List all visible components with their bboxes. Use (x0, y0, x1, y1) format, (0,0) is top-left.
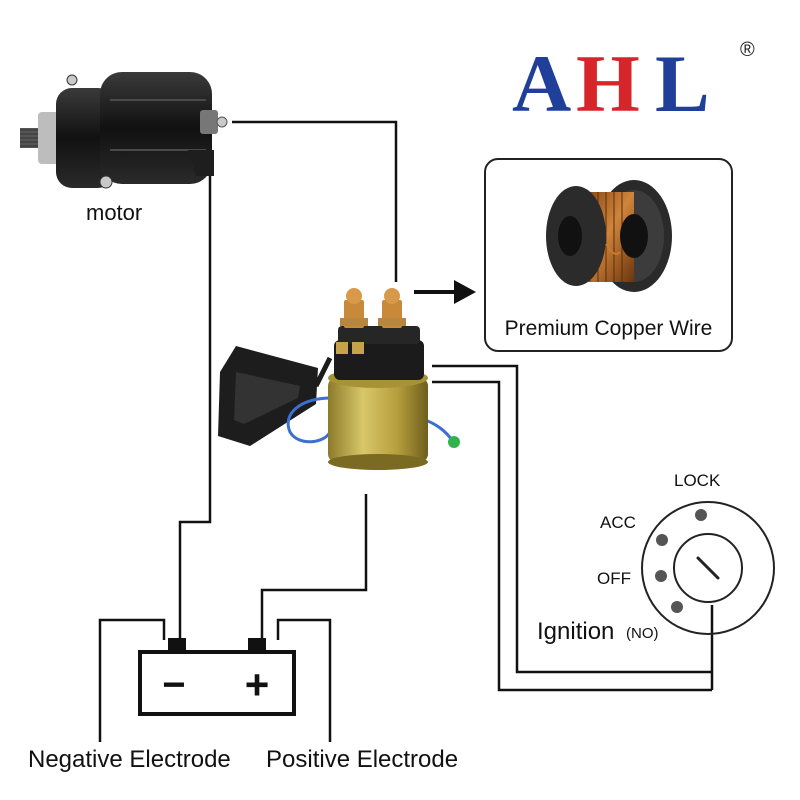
negative-electrode-label: Negative Electrode (28, 746, 231, 773)
svg-text:A: A (512, 38, 571, 129)
svg-text:H: H (576, 38, 640, 129)
motor-label: motor (86, 200, 142, 225)
ahl-logo: A H L ® (512, 38, 755, 129)
wire-negative-lead (98, 618, 166, 742)
battery-minus-sign: − (162, 663, 185, 707)
arrow-right-icon (414, 280, 476, 304)
wire-positive-lead (276, 618, 332, 742)
position-acc-dot (656, 534, 668, 546)
position-on-dot (671, 601, 683, 613)
positive-electrode-label: Positive Electrode (266, 746, 458, 773)
lock-label: LOCK (674, 471, 721, 490)
off-label: OFF (597, 569, 631, 588)
position-lock-dot (695, 509, 707, 521)
ignition-switch-icon (641, 501, 775, 635)
registered-mark: ® (740, 39, 755, 61)
starter-motor-icon (20, 72, 228, 189)
acc-label: ACC (600, 513, 636, 532)
starter-relay-solenoid-icon (218, 288, 460, 470)
svg-text:L: L (655, 38, 710, 129)
ignition-note-label: (NO) (626, 625, 659, 642)
wire-solenoid-to-positive (260, 494, 368, 640)
wire-motor-to-solenoid (232, 120, 398, 282)
position-off-dot (655, 570, 667, 582)
wire-motor-ground (178, 160, 212, 640)
ignition-label: Ignition (537, 618, 614, 645)
wires (98, 120, 714, 742)
wire-solenoid-to-ignition-a (432, 364, 712, 674)
copper-wire-card: Premium Copper Wire (484, 158, 733, 352)
battery-plus-sign: + (245, 661, 270, 708)
copper-wire-caption: Premium Copper Wire (504, 317, 713, 340)
battery-icon (138, 638, 296, 716)
wire-solenoid-to-ignition-b (432, 380, 712, 692)
copper-wire-spool-icon (546, 180, 672, 292)
